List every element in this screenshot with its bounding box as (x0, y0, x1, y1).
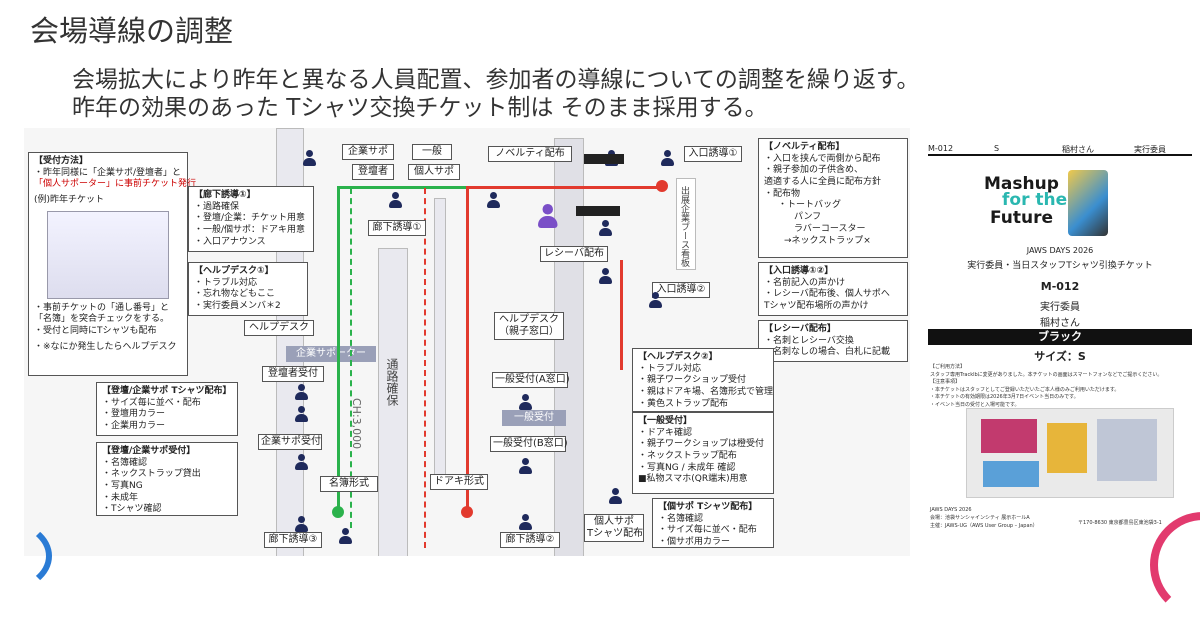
note-receiver: 【レシーバ配布】 ・名刺とレシーバ交換 ・名刺なしの場合、白札に記載 (758, 320, 908, 362)
label-tourokusha: 登壇者 (352, 164, 394, 180)
staff-icon (302, 150, 316, 166)
ticket-size-top: S (994, 144, 1000, 153)
slide-subtitle-1: 会場拡大により昨年と異なる人員配置、参加者の導線についての調整を繰り返す。 (72, 67, 920, 93)
label-kigyo-sapo: 企業サポ (342, 144, 394, 160)
green-dashed-route (350, 188, 355, 528)
red-route-vertical (466, 188, 469, 514)
ticket-id: M-012 (1040, 280, 1080, 293)
mashup-logo: Mashup for the Future (984, 170, 1108, 242)
label-kojin-sapo: 個人サポ (408, 164, 460, 180)
logo-graphic (1068, 170, 1108, 236)
staff-purple-icon (537, 204, 558, 228)
label-ippan: 一般 (412, 144, 452, 160)
note-tshirt-toudan: 【登壇/企業サポ Tシャツ配布】 ・サイズ毎に並べ・配布 ・登壇用カラー ・企業… (96, 382, 238, 436)
right-lane (554, 138, 584, 556)
label-roka-3: 廊下誘導③ (264, 532, 322, 548)
ippan-uketsuke-banner: 一般受付 (502, 410, 566, 426)
staff-icon (660, 150, 674, 166)
ticket-name: 稲村さん (1040, 318, 1080, 329)
staff-icon (518, 394, 532, 410)
signage-label: 出展企業ブース看板 (679, 186, 689, 267)
slide-title: 会場導線の調整 (30, 14, 234, 48)
staff-icon (648, 292, 662, 308)
note-uketsuke-toudan: 【登壇/企業サポ受付】 ・名簿確認 ・ネックストラップ貸出 ・写真NG ・未成年… (96, 442, 238, 516)
ticket-footer: JAWS DAYS 2026 会場：池袋サンシャインシティ 展示ホールA 主催：… (930, 507, 1038, 529)
green-route-start (332, 506, 344, 518)
venue-floor-map: 通路確保 CH:3,000 出展企業ブース看板 企業サポーター 一般受付 企業サ… (24, 128, 910, 556)
label-novelty: ノベルティ配布 (488, 146, 572, 162)
red-route-horizontal (466, 186, 662, 189)
passage-label: 通路確保 (385, 358, 399, 406)
staff-icon (598, 268, 612, 284)
kigyo-supporter-banner: 企業サポーター (286, 346, 376, 362)
red-dashed-route (424, 188, 429, 548)
label-ippan-a: 一般受付(A窓口) (492, 372, 570, 388)
capacity-label: CH:3,000 (350, 398, 363, 450)
green-route-vertical (337, 188, 340, 512)
note-roka-1: 【廊下誘導①】 ・過路確保 ・登壇/企業：チケット用意 ・一般/個サポ：ドアキ用… (188, 186, 314, 252)
note-kojin: 【個サポ Tシャツ配布】 ・名簿確認 ・サイズ毎に並べ・配布 ・個サポ用カラー (652, 498, 774, 548)
ticket-name-top: 稲村さん (1062, 145, 1094, 154)
note-novelty: 【ノベルティ配布】 ・入口を挟んで両側から配布 ・親子参加の子供含め、 適適する… (758, 138, 908, 258)
tshirt-exchange-ticket: M-012 S 稲村さん 実行委員 Mashup for the Future … (922, 138, 1198, 556)
ticket-event: JAWS DAYS 2026 (1026, 246, 1094, 255)
venue-floorplan-image (966, 408, 1174, 498)
ticket-divider (928, 154, 1192, 156)
staff-icon (388, 192, 402, 208)
ticket-role: 実行委員 (1040, 302, 1080, 313)
staff-icon (608, 488, 622, 504)
label-roka-2: 廊下誘導② (500, 532, 560, 548)
ticket-size: サイズ：S (1034, 350, 1086, 363)
note-help-1: 【ヘルプデスク①】 ・トラブル対応 ・忘れ物などもここ ・実行委員メンバ＊2 (188, 262, 308, 316)
label-receiver: レシーバ配布 (540, 246, 608, 262)
ticket-id-top: M-012 (928, 144, 954, 153)
label-doaki: ドアキ形式 (430, 474, 488, 490)
slide-subtitle-2: 昨年の効果のあった Tシャツ交換チケット制は そのまま採用する。 (72, 95, 768, 121)
ticket-event-sub: 実行委員・当日スタッフTシャツ引換チケット (967, 261, 1153, 271)
label-help-desk-oyako: ヘルプデスク （親子窓口） (494, 312, 564, 340)
note-iriguchi: 【入口誘導①②】 ・名前記入の声かけ ・レシーバ配布後、個人サポへ Tシャツ配布… (758, 262, 908, 316)
sample-ticket-image (47, 210, 169, 299)
note-ippan: 【一般受付】 ・ドアキ確認 ・親子ワークショップは橙受付 ・ネックストラップ配布… (632, 412, 774, 494)
staff-icon (518, 514, 532, 530)
note-help-2: 【ヘルプデスク②】 ・トラブル対応 ・親子ワークショップ受付 ・親はドアキ場、名… (632, 348, 774, 412)
redaction-bar (584, 154, 624, 164)
staff-icon (294, 406, 308, 422)
center-lane (434, 198, 446, 480)
ticket-address: 〒170-8630 東京都豊島区東池袋3-1 (1078, 520, 1162, 526)
label-roka-1: 廊下誘導① (368, 220, 426, 236)
staff-icon (338, 528, 352, 544)
ticket-notes: 【ご利用方法】 スタッフ専用Tracklbに変更がありました。本チケットの画面は… (930, 364, 1163, 408)
label-meibo: 名簿形式 (320, 476, 378, 492)
label-iriguchi-1: 入口誘導① (684, 146, 742, 162)
staff-icon (598, 220, 612, 236)
redaction-bar (576, 206, 620, 216)
staff-icon (518, 458, 532, 474)
staff-icon (486, 192, 500, 208)
ticket-role-top: 実行委員 (1134, 145, 1166, 154)
label-toudan-uketsuke: 登壇者受付 (262, 366, 324, 382)
signage-board (676, 178, 696, 270)
staff-icon (294, 454, 308, 470)
red-route-start (461, 506, 473, 518)
note-uketsuke: 【受付方法】 ・昨年同様に「企業サポ/登壇者」と 「個人サポーター」に事前チケッ… (28, 152, 196, 376)
label-kojin-tshirt: 個人サポ Tシャツ配布 (584, 514, 644, 542)
entrance-point (656, 180, 668, 192)
label-iriguchi-2: 入口誘導② (652, 282, 710, 298)
label-kigyo-uketsuke: 企業サポ受付 (258, 434, 322, 450)
staff-icon (294, 516, 308, 532)
label-help-desk: ヘルプデスク (244, 320, 314, 336)
ticket-color: ブラック (928, 329, 1192, 345)
passage-lane (378, 248, 408, 556)
red-route-receiver (620, 260, 623, 370)
label-ippan-b: 一般受付(B窓口) (490, 436, 568, 452)
staff-icon (294, 384, 308, 400)
